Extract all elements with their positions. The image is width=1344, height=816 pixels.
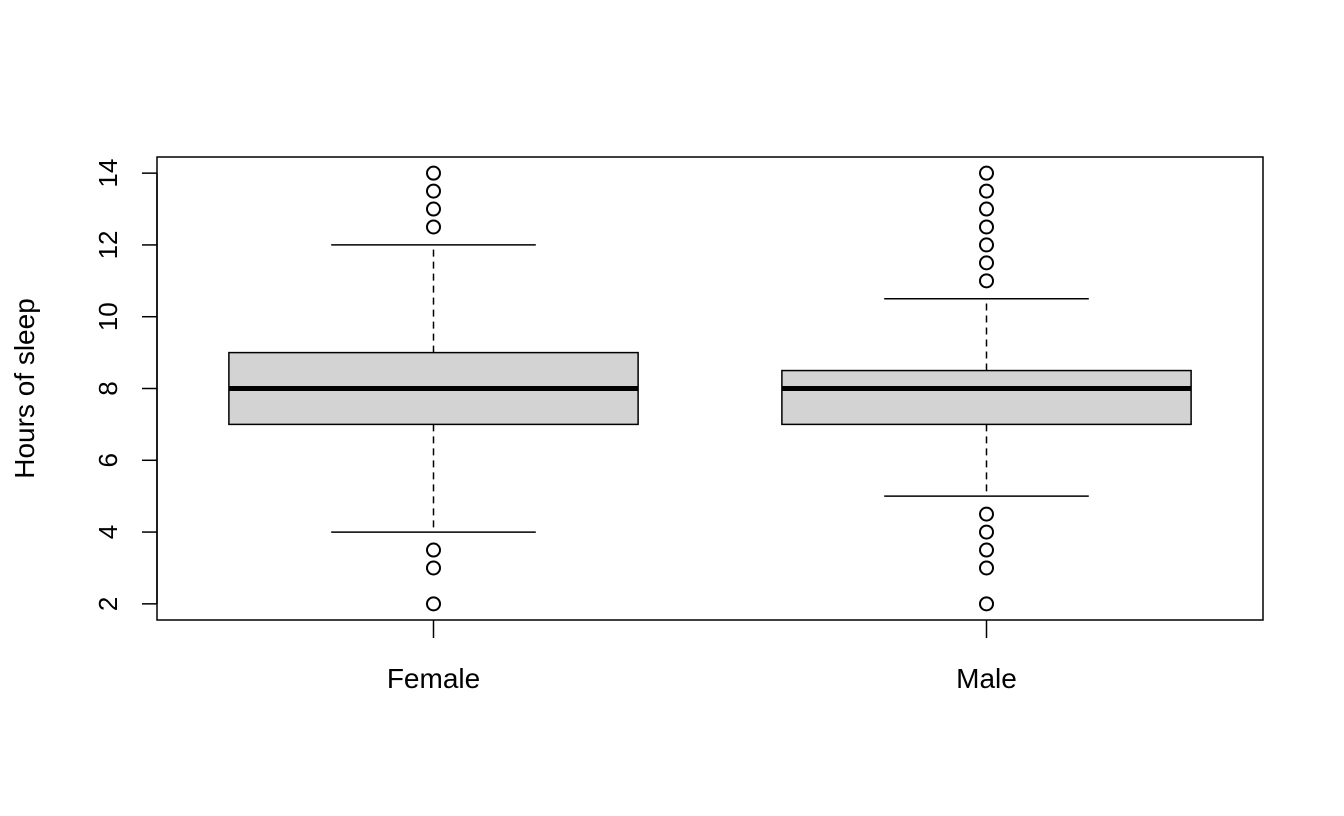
x-tick-label: Female [387,663,480,694]
y-tick-label: 6 [93,453,123,467]
outlier-point [979,542,994,558]
outlier-point [426,542,441,558]
outlier-point [426,219,441,235]
outlier-point [426,201,441,217]
boxes-layer [228,165,1192,612]
outlier-point [979,596,994,612]
outlier-point [979,273,994,289]
outlier-point [979,524,994,540]
y-tick-label: 8 [93,381,123,395]
outlier-point [426,183,441,199]
iqr-box [781,369,1192,426]
box-female [228,165,639,612]
x-axis: Female Male [387,620,1017,694]
outlier-point [979,165,994,181]
y-tick-label: 10 [93,302,123,331]
outlier-point [426,165,441,181]
outlier-point [979,506,994,522]
y-axis: 2 4 6 8 10 12 14 [93,159,158,611]
outlier-point [979,255,994,271]
outlier-point [426,560,441,576]
y-tick-label: 14 [93,159,123,188]
outlier-point [979,201,994,217]
outlier-point [979,237,994,253]
y-tick-label: 4 [93,525,123,539]
y-tick-label: 2 [93,597,123,611]
outlier-point [979,560,994,576]
box-male [781,165,1192,612]
outlier-point [426,596,441,612]
x-tick-label: Male [956,663,1017,694]
y-tick-label: 12 [93,230,123,259]
y-axis-label: Hours of sleep [9,298,40,479]
outlier-point [979,219,994,235]
outlier-point [979,183,994,199]
